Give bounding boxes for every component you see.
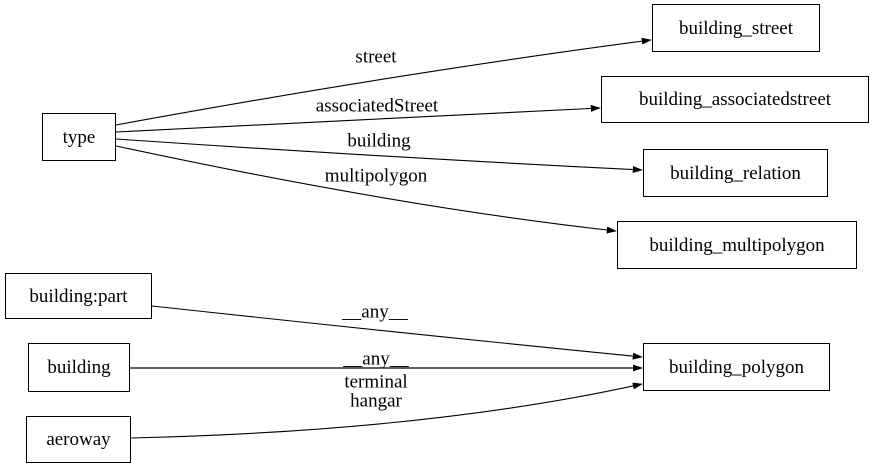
edge-type-building_multipolygon — [115, 145, 617, 234]
edge-label-any-building: __any__ — [343, 348, 409, 370]
node-type: type — [42, 113, 116, 161]
edge-type-building_street — [115, 37, 652, 126]
node-building-multipolygon: building_multipolygon — [617, 221, 857, 269]
edge-label-associatedstreet: associatedStreet — [315, 95, 439, 117]
node-building-street: building_street — [652, 4, 820, 52]
node-aeroway: aeroway — [26, 416, 131, 463]
node-building: building — [28, 343, 130, 392]
edge-label-terminal-hangar: terminal hangar — [344, 371, 408, 412]
edge-label-building: building — [347, 130, 411, 152]
node-building-polygon: building_polygon — [643, 343, 830, 391]
edge-aeroway-building_polygon — [130, 382, 643, 439]
node-building-associatedstreet: building_associatedstreet — [601, 76, 869, 123]
edge-buildingpart-building_polygon — [151, 305, 643, 360]
edge-label-multipolygon: multipolygon — [324, 165, 428, 187]
edge-type-building_relation — [115, 138, 643, 174]
edge-type-building_associatedstreet — [115, 104, 601, 133]
edge-label-any-buildingpart: __any__ — [342, 301, 408, 323]
edge-label-street: street — [355, 46, 397, 68]
node-building-relation: building_relation — [643, 149, 828, 197]
node-building-part: building:part — [5, 273, 152, 319]
